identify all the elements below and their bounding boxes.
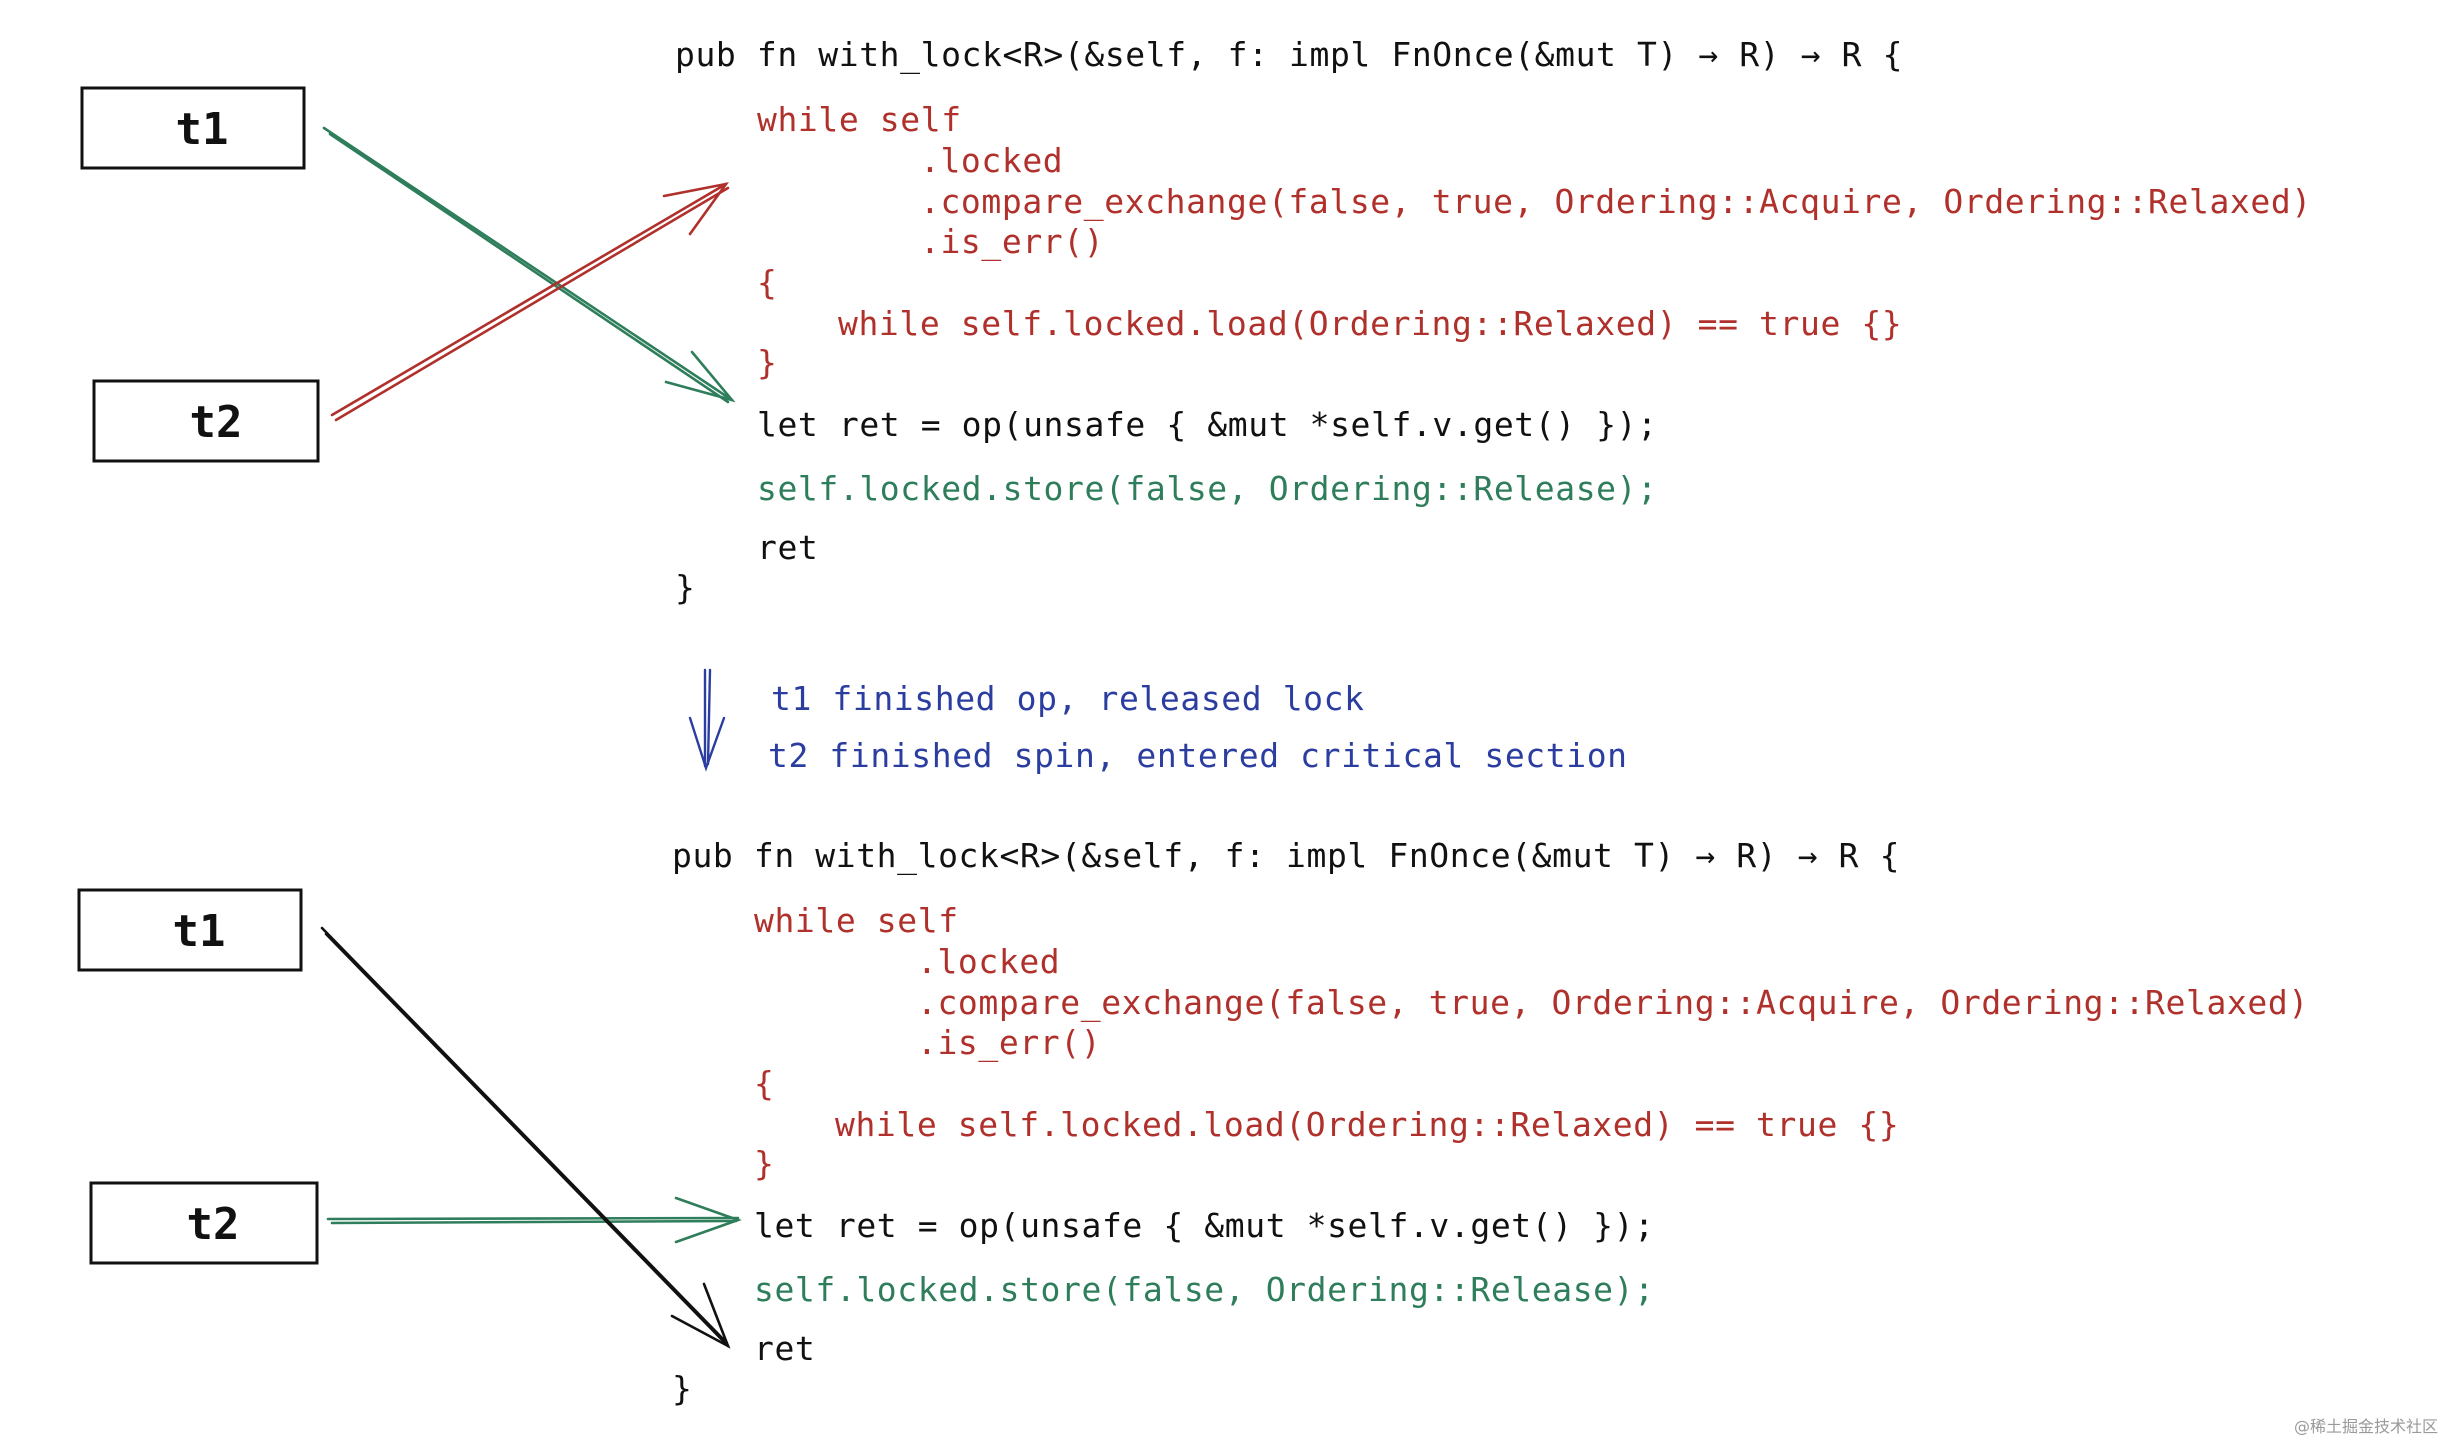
transition-note-1: t1 finished op, released lock — [771, 679, 1365, 718]
thread-box-t2: t2 — [92, 379, 320, 463]
thread-box-t2: t2 — [89, 1181, 319, 1265]
code-block-2: pub fn with_lock<R>(&self, f: impl FnOnc… — [672, 836, 2309, 1408]
code-let-ret: let ret = op(unsafe { &mut *self.v.get()… — [757, 405, 1658, 444]
code-while-self: while self — [757, 100, 962, 139]
down-arrow-icon — [688, 668, 726, 772]
code-compare-exchange: .compare_exchange(false, true, Ordering:… — [917, 983, 2309, 1023]
thread-label-t2: t2 — [190, 397, 243, 448]
code-ret: ret — [754, 1329, 815, 1368]
code-locked: .locked — [917, 942, 1060, 981]
arrow-t2-to-while-self — [330, 182, 730, 422]
code-is-err: .is_err() — [920, 222, 1104, 262]
fn-signature: pub fn with_lock<R>(&self, f: impl FnOnc… — [675, 35, 1903, 75]
arrow-t1-to-let-ret — [322, 126, 736, 404]
code-ret: ret — [757, 528, 818, 567]
code-is-err: .is_err() — [917, 1023, 1101, 1063]
fn-signature: pub fn with_lock<R>(&self, f: impl FnOnc… — [672, 836, 1900, 876]
code-close-brace: } — [754, 1144, 774, 1183]
arrow-t2-to-let-ret — [326, 1196, 742, 1244]
thread-label-t1: t1 — [176, 104, 229, 155]
code-spin-loop: while self.locked.load(Ordering::Relaxed… — [838, 304, 1902, 343]
thread-label-t1: t1 — [173, 906, 226, 957]
code-fn-close: } — [675, 568, 695, 607]
transition: t1 finished op, released lock t2 finishe… — [688, 668, 1628, 775]
code-locked: .locked — [920, 141, 1063, 180]
code-store-release: self.locked.store(false, Ordering::Relea… — [754, 1270, 1655, 1309]
thread-label-t2: t2 — [187, 1199, 240, 1250]
code-block-1: pub fn with_lock<R>(&self, f: impl FnOnc… — [675, 35, 2312, 607]
code-store-release: self.locked.store(false, Ordering::Relea… — [757, 469, 1658, 508]
code-fn-close: } — [672, 1369, 692, 1408]
code-close-brace: } — [757, 343, 777, 382]
panel-1: t1 t2 pub fn with_lock<R>(&self, f: impl… — [80, 35, 2312, 607]
code-compare-exchange: .compare_exchange(false, true, Ordering:… — [920, 182, 2312, 222]
thread-box-t1: t1 — [80, 86, 306, 170]
code-let-ret: let ret = op(unsafe { &mut *self.v.get()… — [754, 1206, 1655, 1245]
panel-2: t1 t2 pub fn with_lock<R>(&self, f: impl… — [77, 836, 2309, 1408]
transition-note-2: t2 finished spin, entered critical secti… — [768, 736, 1628, 775]
arrow-t1-to-ret — [320, 926, 731, 1349]
watermark: @稀土掘金技术社区 — [2294, 1417, 2438, 1436]
code-open-brace: { — [754, 1064, 774, 1103]
code-while-self: while self — [754, 901, 959, 940]
thread-box-t1: t1 — [77, 888, 303, 972]
code-spin-loop: while self.locked.load(Ordering::Relaxed… — [835, 1105, 1899, 1144]
code-open-brace: { — [757, 263, 777, 302]
